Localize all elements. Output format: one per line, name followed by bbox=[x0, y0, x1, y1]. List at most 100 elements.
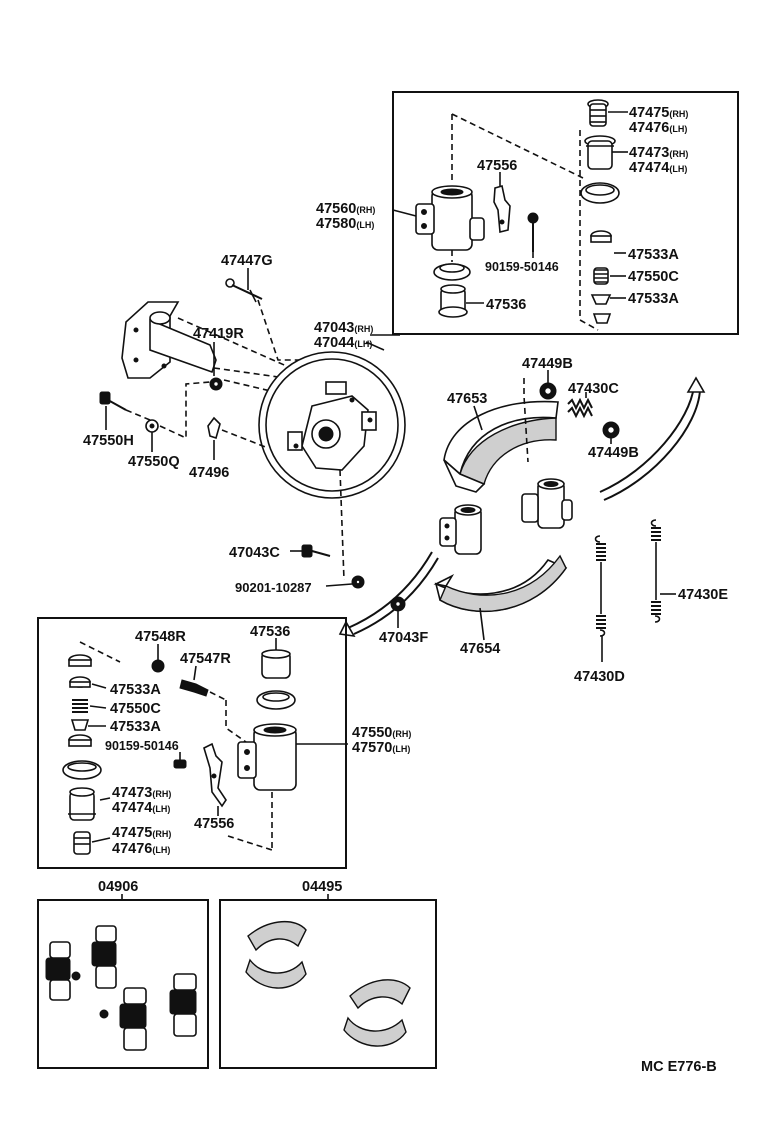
inset-wheel-cylinder-rh: 47475(RH) 47476(LH) 47473(RH) 47474(LH) … bbox=[316, 91, 739, 335]
piston-icon bbox=[261, 649, 291, 679]
cup-icon bbox=[69, 676, 91, 688]
arrow-line bbox=[603, 389, 701, 501]
label-47548R: 47548R bbox=[135, 629, 186, 645]
label-47475-bot: 47475(RH) bbox=[112, 825, 171, 841]
label-47533A-top-1: 47533A bbox=[628, 247, 679, 263]
dash-line bbox=[579, 130, 599, 331]
dash-line bbox=[159, 381, 211, 440]
label-47474: 47474(LH) bbox=[629, 160, 687, 176]
cup-icon bbox=[70, 719, 90, 731]
brake-shoe-icon bbox=[433, 554, 568, 613]
label-90159-top: 90159-50146 bbox=[485, 260, 559, 274]
inset-box-bottom bbox=[37, 617, 347, 869]
label-47476-bot: 47476(LH) bbox=[112, 841, 170, 857]
label-47550H: 47550H bbox=[83, 433, 134, 449]
label-47533A-bot-1: 47533A bbox=[110, 682, 161, 698]
label-47536-bot: 47536 bbox=[250, 624, 290, 640]
spring-icon bbox=[593, 267, 609, 285]
arrow-line bbox=[347, 551, 433, 629]
label-47547R: 47547R bbox=[180, 651, 231, 667]
axle-flange-icon bbox=[121, 301, 217, 379]
bolt-icon bbox=[173, 759, 187, 769]
label-kit-04495: 04495 bbox=[302, 879, 342, 895]
label-90159-bot: 90159-50146 bbox=[105, 739, 179, 753]
cap-icon bbox=[151, 659, 165, 673]
label-47474-bot: 47474(LH) bbox=[112, 800, 170, 816]
label-47447G: 47447G bbox=[221, 253, 273, 269]
spring-icon bbox=[594, 535, 606, 637]
kit-04495: 04495 bbox=[219, 879, 437, 1069]
wheel-cylinder-icon bbox=[237, 723, 297, 791]
label-47556-top: 47556 bbox=[477, 158, 517, 174]
boot-icon bbox=[256, 690, 296, 710]
label-47449B-top: 47449B bbox=[522, 356, 573, 372]
adjuster-bolt-icon bbox=[584, 135, 616, 170]
label-47550C-top: 47550C bbox=[628, 269, 679, 285]
cup-icon bbox=[592, 313, 612, 324]
brake-shoe-kit-icon bbox=[245, 920, 411, 1047]
label-90201: 90201-10287 bbox=[235, 580, 312, 595]
adjuster-nut-icon bbox=[539, 382, 557, 400]
bleeder-plug-icon bbox=[73, 831, 91, 855]
label-47044: 47044(LH) bbox=[314, 335, 372, 351]
label-47550C-bot: 47550C bbox=[110, 701, 161, 717]
bolt-icon bbox=[99, 391, 127, 411]
backing-plate-group: 47447G 47419R bbox=[83, 253, 406, 595]
label-47496: 47496 bbox=[189, 465, 229, 481]
dash-line bbox=[227, 835, 273, 851]
label-47419R: 47419R bbox=[193, 326, 244, 342]
inset-wheel-cylinder-lh: 47548R 47547R 47536 47550(RH) bbox=[37, 617, 411, 869]
pin-icon bbox=[225, 278, 263, 303]
dash-line bbox=[177, 317, 301, 373]
label-47043: 47043(RH) bbox=[314, 320, 373, 336]
arrow-line bbox=[599, 385, 695, 493]
label-47473-bot: 47473(RH) bbox=[112, 785, 171, 801]
seal-ring-icon bbox=[62, 760, 102, 780]
label-47533A-bot-2: 47533A bbox=[110, 719, 161, 735]
label-47556-bot: 47556 bbox=[194, 816, 234, 832]
label-47476: 47476(LH) bbox=[629, 120, 687, 136]
label-47430D: 47430D bbox=[574, 669, 625, 685]
label-47043C: 47043C bbox=[229, 545, 280, 561]
label-47473: 47473(RH) bbox=[629, 145, 688, 161]
label-47043F: 47043F bbox=[379, 630, 428, 646]
label-47449B-bot: 47449B bbox=[588, 445, 639, 461]
arrow-head-icon bbox=[686, 376, 706, 393]
clip-icon bbox=[207, 416, 221, 440]
dash-line bbox=[451, 113, 584, 179]
inset-box-top bbox=[392, 91, 739, 335]
label-47475: 47475(RH) bbox=[629, 105, 688, 121]
bolt-icon bbox=[301, 544, 331, 558]
cup-icon bbox=[68, 654, 92, 667]
label-47550: 47550(RH) bbox=[352, 725, 411, 741]
brake-shoe-icon bbox=[443, 400, 559, 493]
dash-line bbox=[223, 379, 293, 397]
kit-04906: 04906 bbox=[37, 879, 209, 1069]
label-kit-04906: 04906 bbox=[98, 879, 138, 895]
washer-icon bbox=[145, 419, 159, 433]
label-47550Q: 47550Q bbox=[128, 454, 180, 470]
boot-icon bbox=[433, 263, 471, 281]
spring-icon bbox=[72, 699, 88, 713]
dash-line bbox=[339, 469, 345, 581]
kit-box-04495 bbox=[219, 899, 437, 1069]
wheel-cylinder-icon bbox=[415, 185, 485, 251]
seal-ring-icon bbox=[580, 182, 620, 204]
spring-icon bbox=[650, 519, 661, 623]
label-47430C: 47430C bbox=[568, 381, 619, 397]
spring-icon bbox=[567, 397, 593, 419]
bleeder-plug-icon bbox=[587, 99, 609, 127]
nut-icon bbox=[209, 377, 223, 391]
dash-line bbox=[209, 691, 227, 701]
adjuster-bolt-icon bbox=[68, 787, 96, 821]
kit-box-04906 bbox=[37, 899, 209, 1069]
label-47580: 47580(LH) bbox=[316, 216, 374, 232]
cylinder-kit-icon bbox=[45, 925, 197, 1051]
diagram-code: MC E776-B bbox=[641, 1059, 717, 1075]
cup-icon bbox=[590, 230, 612, 243]
label-47653: 47653 bbox=[447, 391, 487, 407]
bracket-icon bbox=[493, 184, 511, 234]
nut-icon bbox=[390, 596, 406, 612]
